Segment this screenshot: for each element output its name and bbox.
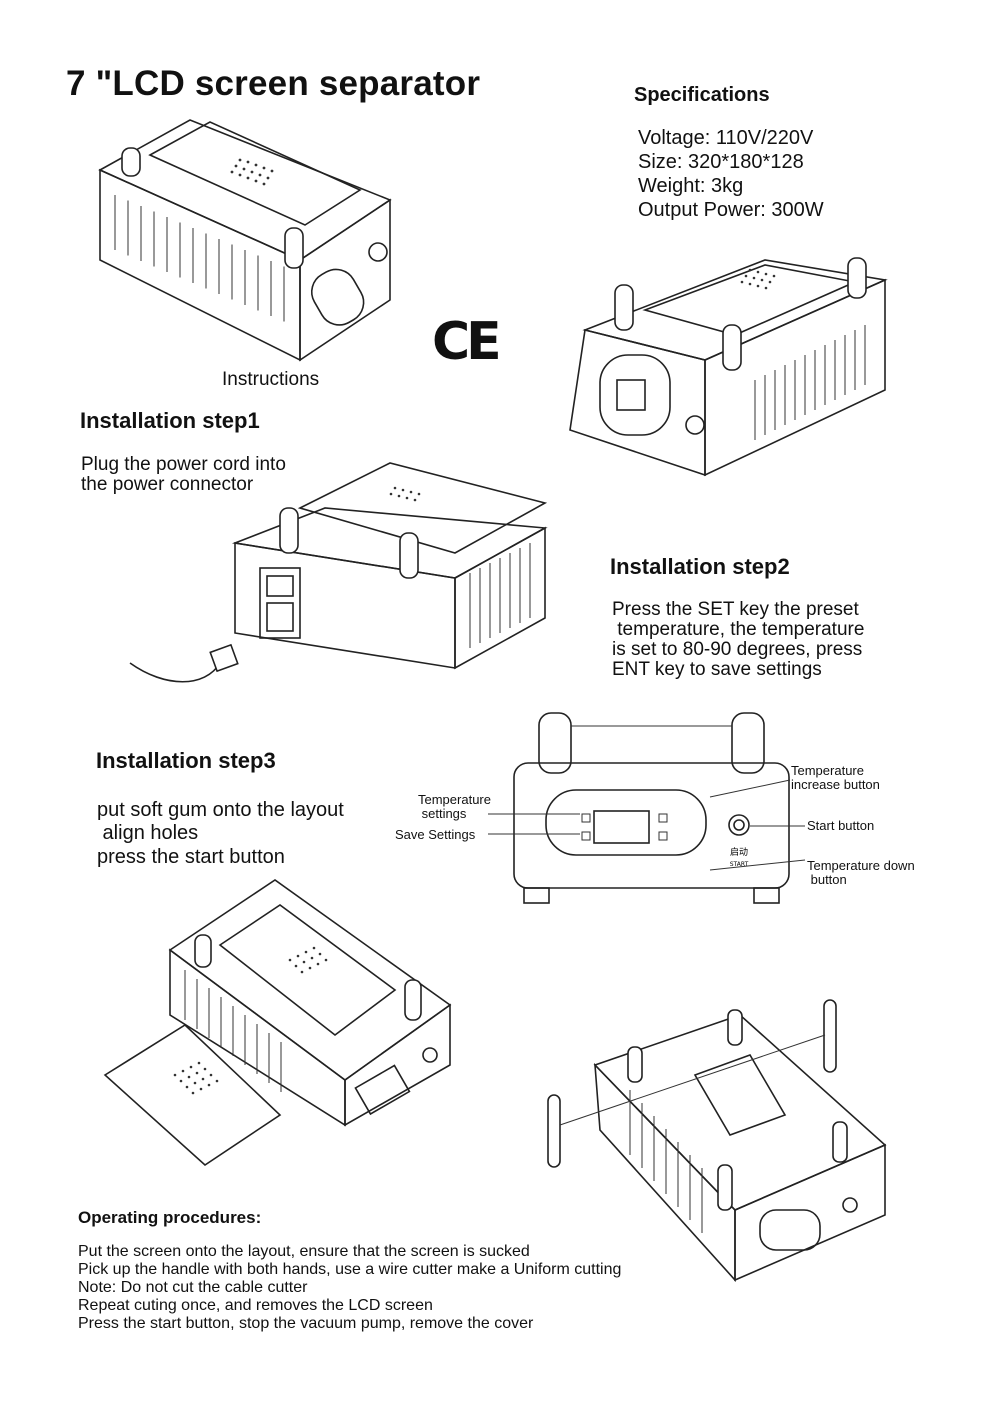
step2-text-line1: Press the SET key the preset: [612, 599, 859, 620]
label-save-settings: Save Settings: [395, 827, 476, 842]
start-cn-label: 启动: [730, 846, 748, 858]
start-en-label: START: [730, 861, 749, 868]
label-start-button: Start button: [807, 818, 875, 833]
label-temperature-settings: Temperature settings: [418, 792, 491, 821]
page-title: 7 "LCD screen separator: [66, 64, 481, 103]
operating-line-1: Put the screen onto the layout, ensure t…: [78, 1243, 530, 1260]
operating-line-2: Pick up the handle with both hands, use …: [78, 1261, 622, 1278]
operating-line-5: Press the start button, stop the vacuum …: [78, 1315, 534, 1332]
ce-mark: CE: [432, 312, 502, 372]
machine-illustration-layout: [103, 879, 452, 1167]
step1-text-line2: the power connector: [81, 474, 254, 495]
instructions-label: Instructions: [222, 369, 320, 390]
spec-weight: Weight: 3kg: [638, 175, 744, 197]
operating-line-3: Note: Do not cut the cable cutter: [78, 1279, 308, 1296]
step3-heading: Installation step3: [96, 748, 276, 773]
step3-text-line2: align holes: [97, 822, 199, 844]
step2-text-line2: temperature, the temperature: [612, 619, 865, 640]
operating-procedures-heading: Operating procedures:: [78, 1208, 262, 1227]
step3-text-line1: put soft gum onto the layout: [97, 799, 344, 821]
step1-heading: Installation step1: [80, 408, 260, 433]
label-temperature-down: Temperature down button: [807, 858, 915, 887]
label-temperature-increase: Temperature increase button: [791, 763, 880, 792]
machine-illustration-right: [569, 257, 888, 477]
machine-illustration-power-connector: [129, 462, 548, 683]
spec-voltage: Voltage: 110V/220V: [638, 127, 814, 149]
spec-size: Size: 320*180*128: [638, 151, 804, 173]
machine-illustration-cutting: [547, 999, 887, 1283]
spec-power: Output Power: 300W: [638, 199, 824, 221]
step3-text-line3: press the start button: [97, 846, 285, 868]
specifications-heading: Specifications: [634, 84, 770, 106]
machine-illustration-top-left: [98, 119, 392, 362]
step2-heading: Installation step2: [610, 554, 790, 579]
step2-text-line3: is set to 80-90 degrees, press: [612, 639, 863, 660]
step2-text-line4: ENT key to save settings: [612, 659, 822, 680]
step1-text-line1: Plug the power cord into: [81, 454, 286, 475]
operating-line-4: Repeat cuting once, and removes the LCD …: [78, 1297, 433, 1314]
